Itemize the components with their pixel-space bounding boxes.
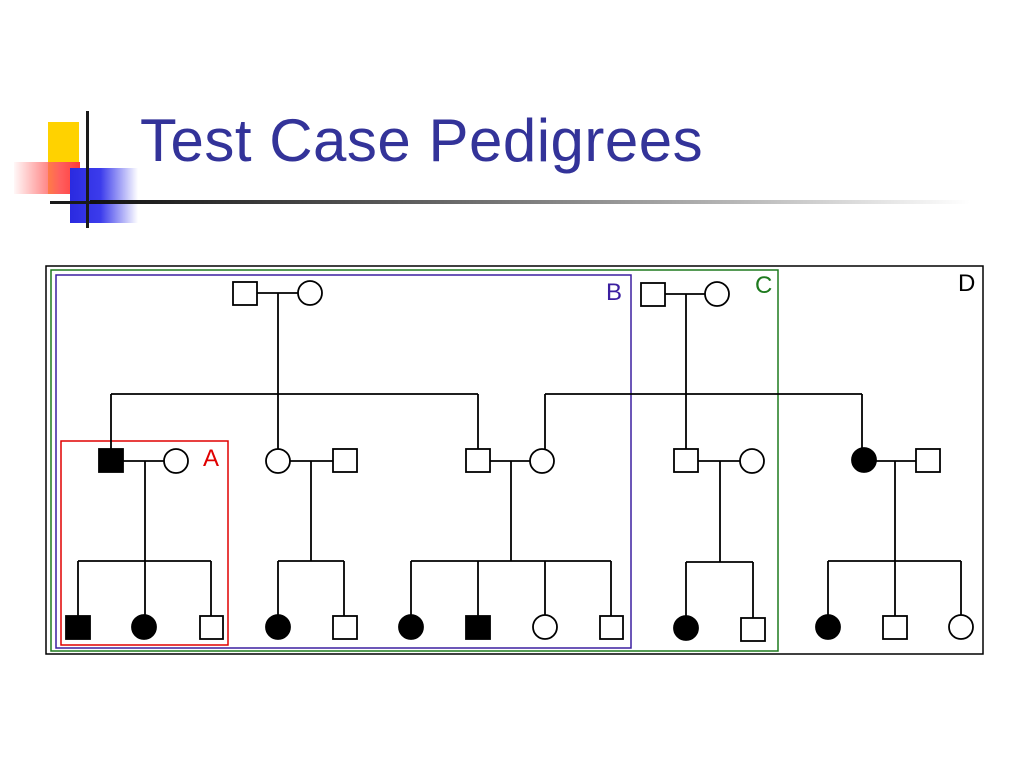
page-title: Test Case Pedigrees [140, 107, 704, 174]
box-d [45, 265, 984, 655]
male-unaffected [599, 615, 624, 640]
female-unaffected [948, 614, 974, 640]
box-c [50, 269, 779, 652]
male-unaffected [465, 448, 491, 473]
decor-blue-square [70, 168, 138, 223]
male-unaffected [915, 448, 941, 473]
female-affected [815, 614, 841, 640]
male-unaffected [332, 615, 358, 640]
male-unaffected [332, 448, 358, 473]
female-affected [673, 615, 699, 641]
female-unaffected [163, 448, 189, 474]
male-unaffected [199, 615, 224, 640]
female-affected [398, 614, 424, 640]
decor-red-square [14, 162, 80, 194]
box-b [55, 274, 632, 649]
male-unaffected [673, 448, 699, 473]
male-unaffected [740, 617, 766, 642]
female-unaffected [265, 448, 291, 474]
male-affected [465, 615, 491, 640]
label-a: A [203, 445, 219, 472]
label-b: B [606, 279, 622, 306]
female-affected [851, 447, 877, 473]
male-affected [98, 448, 124, 473]
male-affected [65, 615, 91, 640]
female-unaffected [704, 281, 730, 307]
female-affected [265, 614, 291, 640]
female-unaffected [529, 448, 555, 474]
label-d: D [958, 270, 975, 297]
pedigree-lines [77, 292, 962, 618]
female-unaffected [739, 448, 765, 474]
box-a [60, 440, 229, 646]
title-underline [90, 200, 970, 204]
male-unaffected [232, 281, 258, 306]
female-unaffected [532, 614, 558, 640]
female-unaffected [297, 280, 323, 306]
male-unaffected [882, 615, 908, 640]
decor-vertical-line [86, 111, 89, 228]
female-affected [131, 614, 157, 640]
label-c: C [755, 272, 772, 299]
male-unaffected [640, 282, 666, 307]
